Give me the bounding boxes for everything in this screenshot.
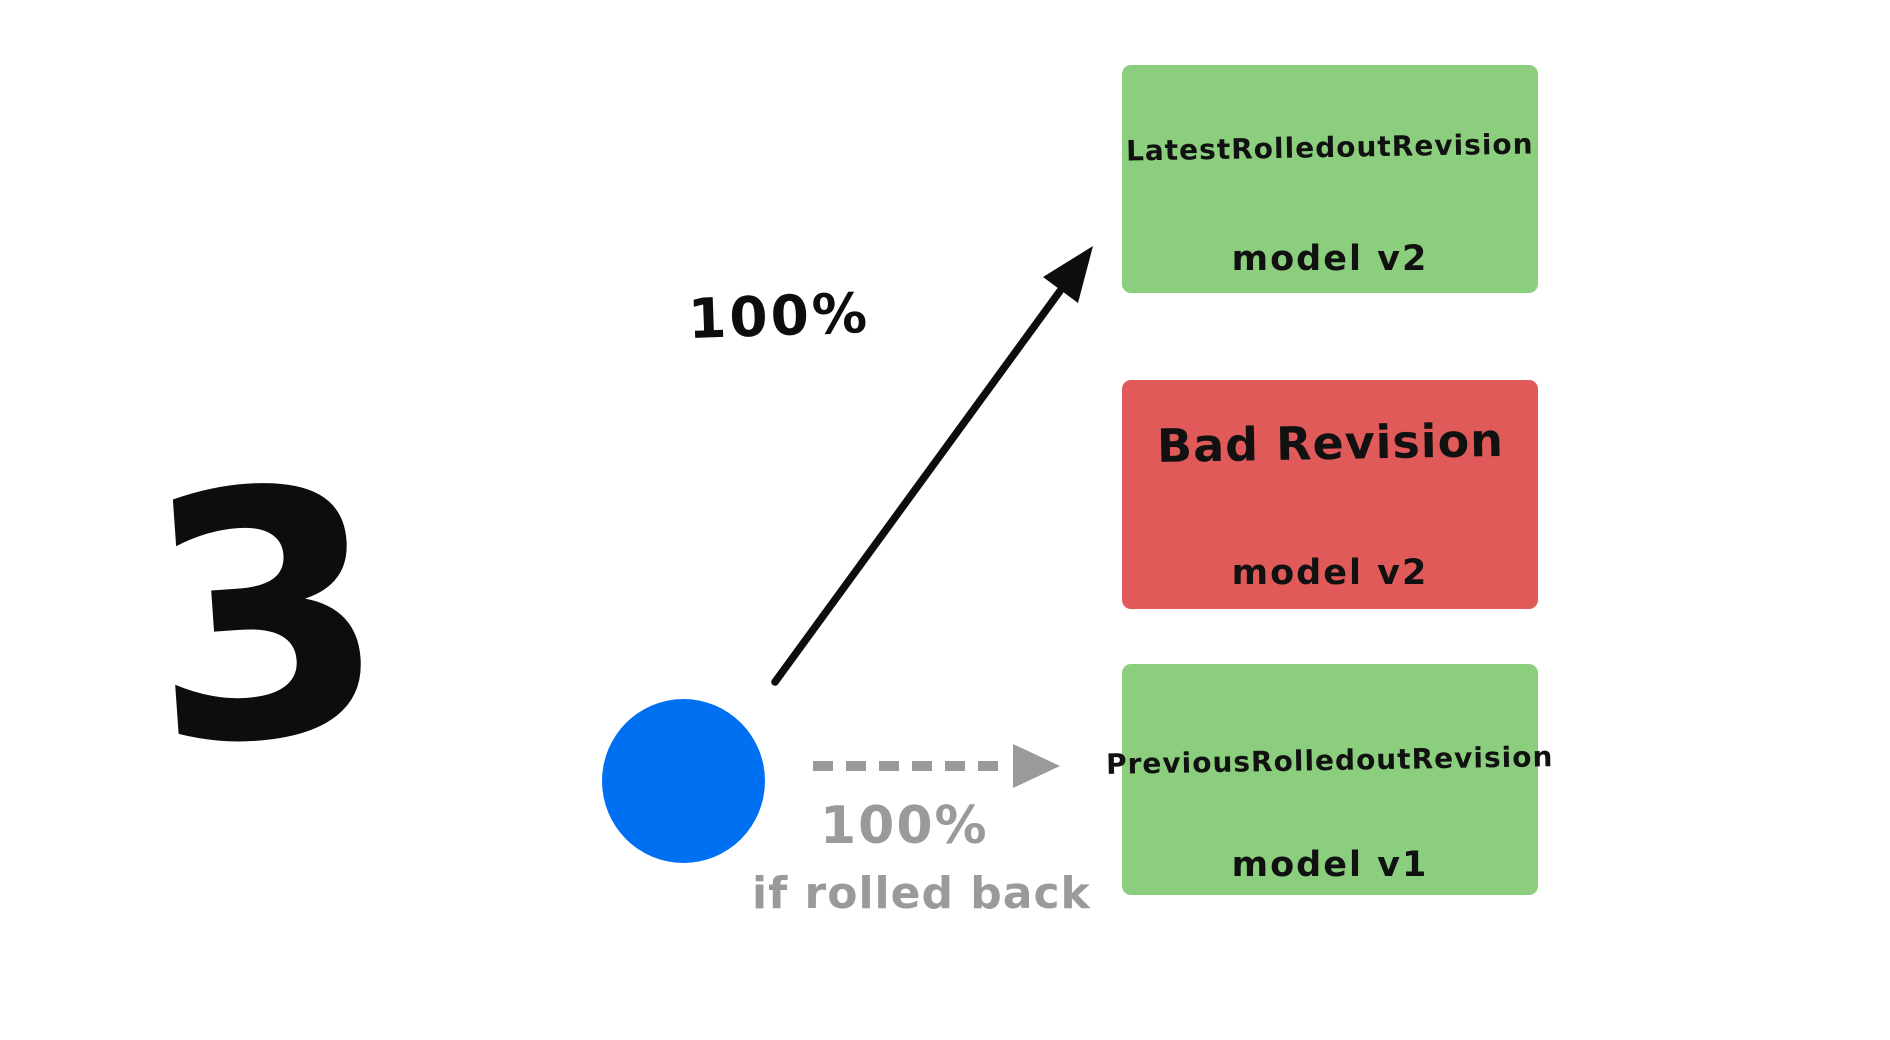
traffic-source-dot (602, 699, 765, 863)
node-latest-rolledout-revision: LatestRolledoutRevision model v2 (1122, 65, 1538, 293)
solid-arrow (771, 246, 1093, 686)
dashed-arrow-label-percent: 100% (820, 796, 989, 856)
node-subtitle: model v2 (1231, 239, 1429, 279)
solid-arrow-label: 100% (686, 280, 871, 352)
node-title: PreviousRolledoutRevision (1106, 740, 1554, 781)
node-previous-rolledout-revision: PreviousRolledoutRevision model v1 (1106, 664, 1554, 895)
node-subtitle: model v2 (1231, 553, 1429, 593)
node-subtitle: model v1 (1231, 845, 1429, 885)
node-bad-revision: Bad Revision model v2 (1122, 380, 1538, 609)
dashed-arrow-label-condition: if rolled back (752, 868, 1091, 919)
node-title: Bad Revision (1156, 412, 1504, 474)
node-title: LatestRolledoutRevision (1125, 127, 1535, 168)
dashed-arrow (813, 744, 1060, 788)
step-number: 3 (134, 412, 399, 824)
